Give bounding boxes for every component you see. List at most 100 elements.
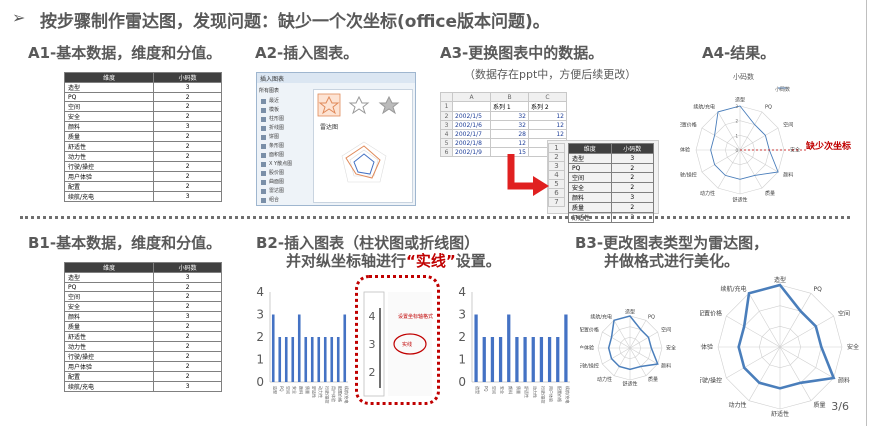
score-cell: 2 xyxy=(153,141,222,152)
dimension-cell: PQ xyxy=(63,92,155,102)
radar-spoke xyxy=(739,111,763,151)
chart-type-item[interactable]: 组合 xyxy=(259,196,309,205)
chart-type-item[interactable]: 最近 xyxy=(259,97,309,106)
chart-type-item[interactable]: 柱形图 xyxy=(259,115,309,124)
category-label: 颜料 xyxy=(298,386,304,394)
dialog-preview-pane: 雷达图 xyxy=(313,89,413,203)
page-title: 按步骤制作雷达图，发现问题：缺少一个次坐标(office版本问题)。 xyxy=(40,12,550,32)
radar-axis-label: 行驶/操控 xyxy=(580,363,599,370)
category-label: 用户体验 xyxy=(549,386,555,402)
radar-axis-label: PQ xyxy=(814,286,823,293)
score-cell: 2 xyxy=(610,163,654,173)
radar-spoke xyxy=(779,346,812,401)
chart-type-item[interactable]: 折线图 xyxy=(259,124,309,133)
score-cell: 2 xyxy=(610,202,654,213)
dimension-cell: 安全 xyxy=(63,111,155,122)
chart-type-item[interactable]: 模板 xyxy=(259,106,309,115)
score-cell: 3 xyxy=(610,153,654,164)
excel-cell: 12 xyxy=(528,120,567,130)
red-arrow-icon xyxy=(507,154,549,196)
chart-type-item[interactable]: 股价图 xyxy=(259,169,309,178)
category-label: 续航/充电 xyxy=(565,386,571,403)
radar-axis-label: 用户体验 xyxy=(700,343,713,351)
score-cell: 3 xyxy=(153,82,222,93)
score-cell: 2 xyxy=(153,371,222,382)
preview-title: 雷达图 xyxy=(320,124,339,131)
radar-axis-label: 安全 xyxy=(847,343,859,351)
dimension-cell: 空间 xyxy=(63,101,155,112)
bar xyxy=(531,337,535,382)
radar-axis-label: 舒适性 xyxy=(771,410,789,418)
bar xyxy=(278,337,282,382)
radar-spoke xyxy=(629,347,658,365)
chart-type-item[interactable]: X Y散点图 xyxy=(259,160,309,169)
excel-cell: 2002/1/6 xyxy=(452,120,491,130)
category-label: 行驶/操控 xyxy=(540,386,546,403)
radar-axis-label: 舒适性 xyxy=(732,197,747,204)
b1-header-1: 小码数 xyxy=(153,262,222,273)
dialog-title: 插入图表 xyxy=(257,73,415,83)
zoom-tick-label: 2 xyxy=(369,366,376,379)
a1-header-0: 维度 xyxy=(63,72,155,83)
chart-type-item[interactable]: 曲面图 xyxy=(259,178,309,187)
bar xyxy=(474,314,478,382)
radar-spoke xyxy=(701,127,741,151)
excel-cell: 5 xyxy=(440,138,453,148)
category-label: 造型 xyxy=(272,386,278,394)
radar-axis-label: 造型 xyxy=(774,276,786,284)
score-cell: 2 xyxy=(153,282,222,292)
radar-spoke xyxy=(726,346,781,379)
step-b2-label-line2: 并对纵坐标轴进行“实线”设置。 xyxy=(286,250,501,271)
chart-type-item[interactable]: 条形图 xyxy=(259,142,309,151)
radar-axis-label: 配置价格 xyxy=(700,310,722,318)
b2-line2-pre: 并对纵坐标轴进行 xyxy=(286,252,407,270)
score-cell: 2 xyxy=(610,182,654,193)
radar-tick-label: 2 xyxy=(735,119,738,124)
bar xyxy=(304,337,308,382)
page-number: 3/6 xyxy=(831,400,849,413)
excel-column-header: B xyxy=(490,92,529,102)
bar xyxy=(523,337,527,382)
category-label: 配置价格 xyxy=(337,386,343,402)
radar-type-icons xyxy=(317,93,400,183)
excel-cell: 12 xyxy=(490,138,529,148)
radar-axis-label: 行驶/操控 xyxy=(700,377,722,385)
bar xyxy=(291,337,295,382)
radar-axis-label: 颜料 xyxy=(783,172,793,179)
radar-axis-label: 配置价格 xyxy=(580,327,599,334)
bar xyxy=(297,314,301,382)
category-label: PQ xyxy=(483,386,488,392)
category-label: 质量 xyxy=(305,386,311,394)
step-a3-note: （数据存在ppt中，方便后续更改） xyxy=(464,68,637,81)
score-cell: 2 xyxy=(153,161,222,172)
bar xyxy=(507,314,511,382)
excel-cell: 2 xyxy=(440,111,453,121)
category-label: 配置价格 xyxy=(557,386,563,402)
chart-type-item[interactable]: 饼图 xyxy=(259,133,309,142)
chart-type-item[interactable]: 面积图 xyxy=(259,151,309,160)
y-tick-label: 2 xyxy=(458,330,466,344)
dimension-cell: 动力性 xyxy=(63,151,155,162)
excel-cell: 28 xyxy=(490,129,529,139)
category-label: 空间 xyxy=(491,386,497,394)
dimension-cell: 质量 xyxy=(568,202,612,213)
bar xyxy=(498,337,503,382)
radar-spoke xyxy=(717,111,741,151)
category-label: 用户体验 xyxy=(331,386,337,402)
category-label: 空间 xyxy=(285,386,291,394)
chart-type-item[interactable]: 雷达图 xyxy=(259,187,309,196)
